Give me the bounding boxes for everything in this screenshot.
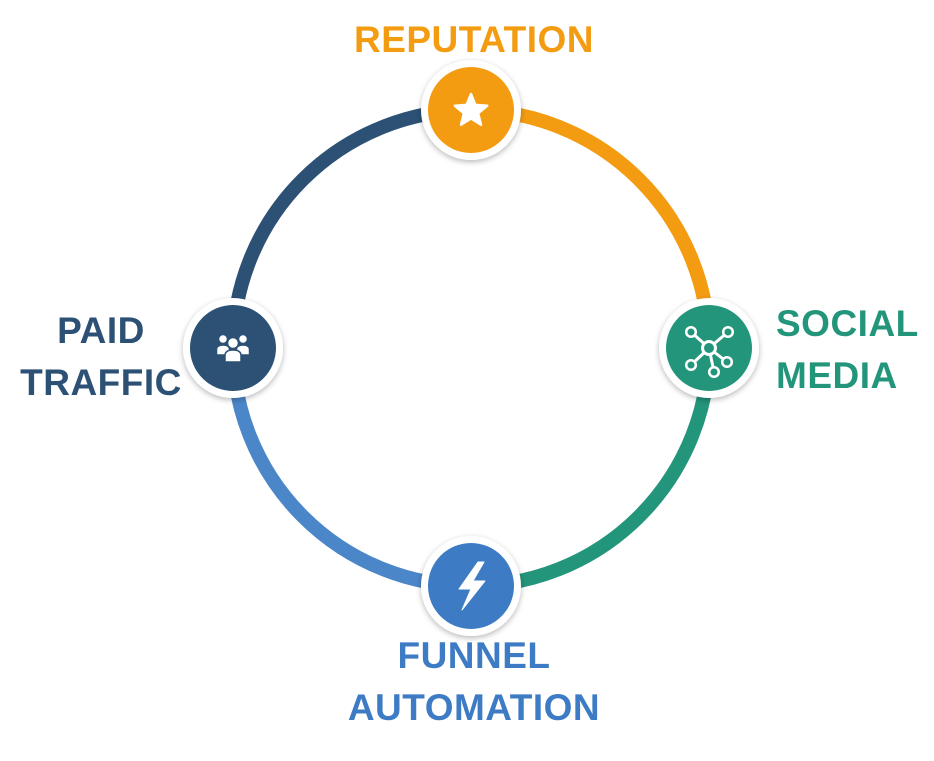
- star-icon: [453, 92, 489, 126]
- lightning-icon: [458, 561, 486, 611]
- paid-traffic-label-line-1: PAID: [57, 310, 145, 351]
- funnel-automation-label-line-1: FUNNEL: [397, 635, 551, 676]
- arc-paid-to-reputation: [226, 103, 472, 349]
- funnel-automation-label-line-2: AUTOMATION: [347, 687, 601, 728]
- arc-funnel-to-paid: [226, 347, 472, 593]
- node-reputation: [421, 60, 521, 160]
- network-icon: [684, 325, 735, 379]
- social-media-label-line-1: SOCIAL: [776, 303, 919, 344]
- reputation-label: REPUTATION: [320, 14, 628, 66]
- paid-traffic-label: PAID TRAFFIC: [14, 305, 188, 409]
- arc-social-to-funnel: [470, 347, 716, 593]
- node-social: [659, 298, 759, 398]
- users-icon: [215, 333, 251, 363]
- arc-reputation-to-social: [470, 103, 716, 349]
- funnel-automation-label: FUNNEL AUTOMATION: [322, 630, 626, 734]
- node-funnel: [421, 536, 521, 636]
- node-paid: [183, 298, 283, 398]
- social-media-label-line-2: MEDIA: [776, 355, 898, 396]
- reputation-label-line-1: REPUTATION: [353, 19, 594, 60]
- social-media-label: SOCIAL MEDIA: [776, 298, 919, 402]
- paid-traffic-label-line-2: TRAFFIC: [20, 362, 182, 403]
